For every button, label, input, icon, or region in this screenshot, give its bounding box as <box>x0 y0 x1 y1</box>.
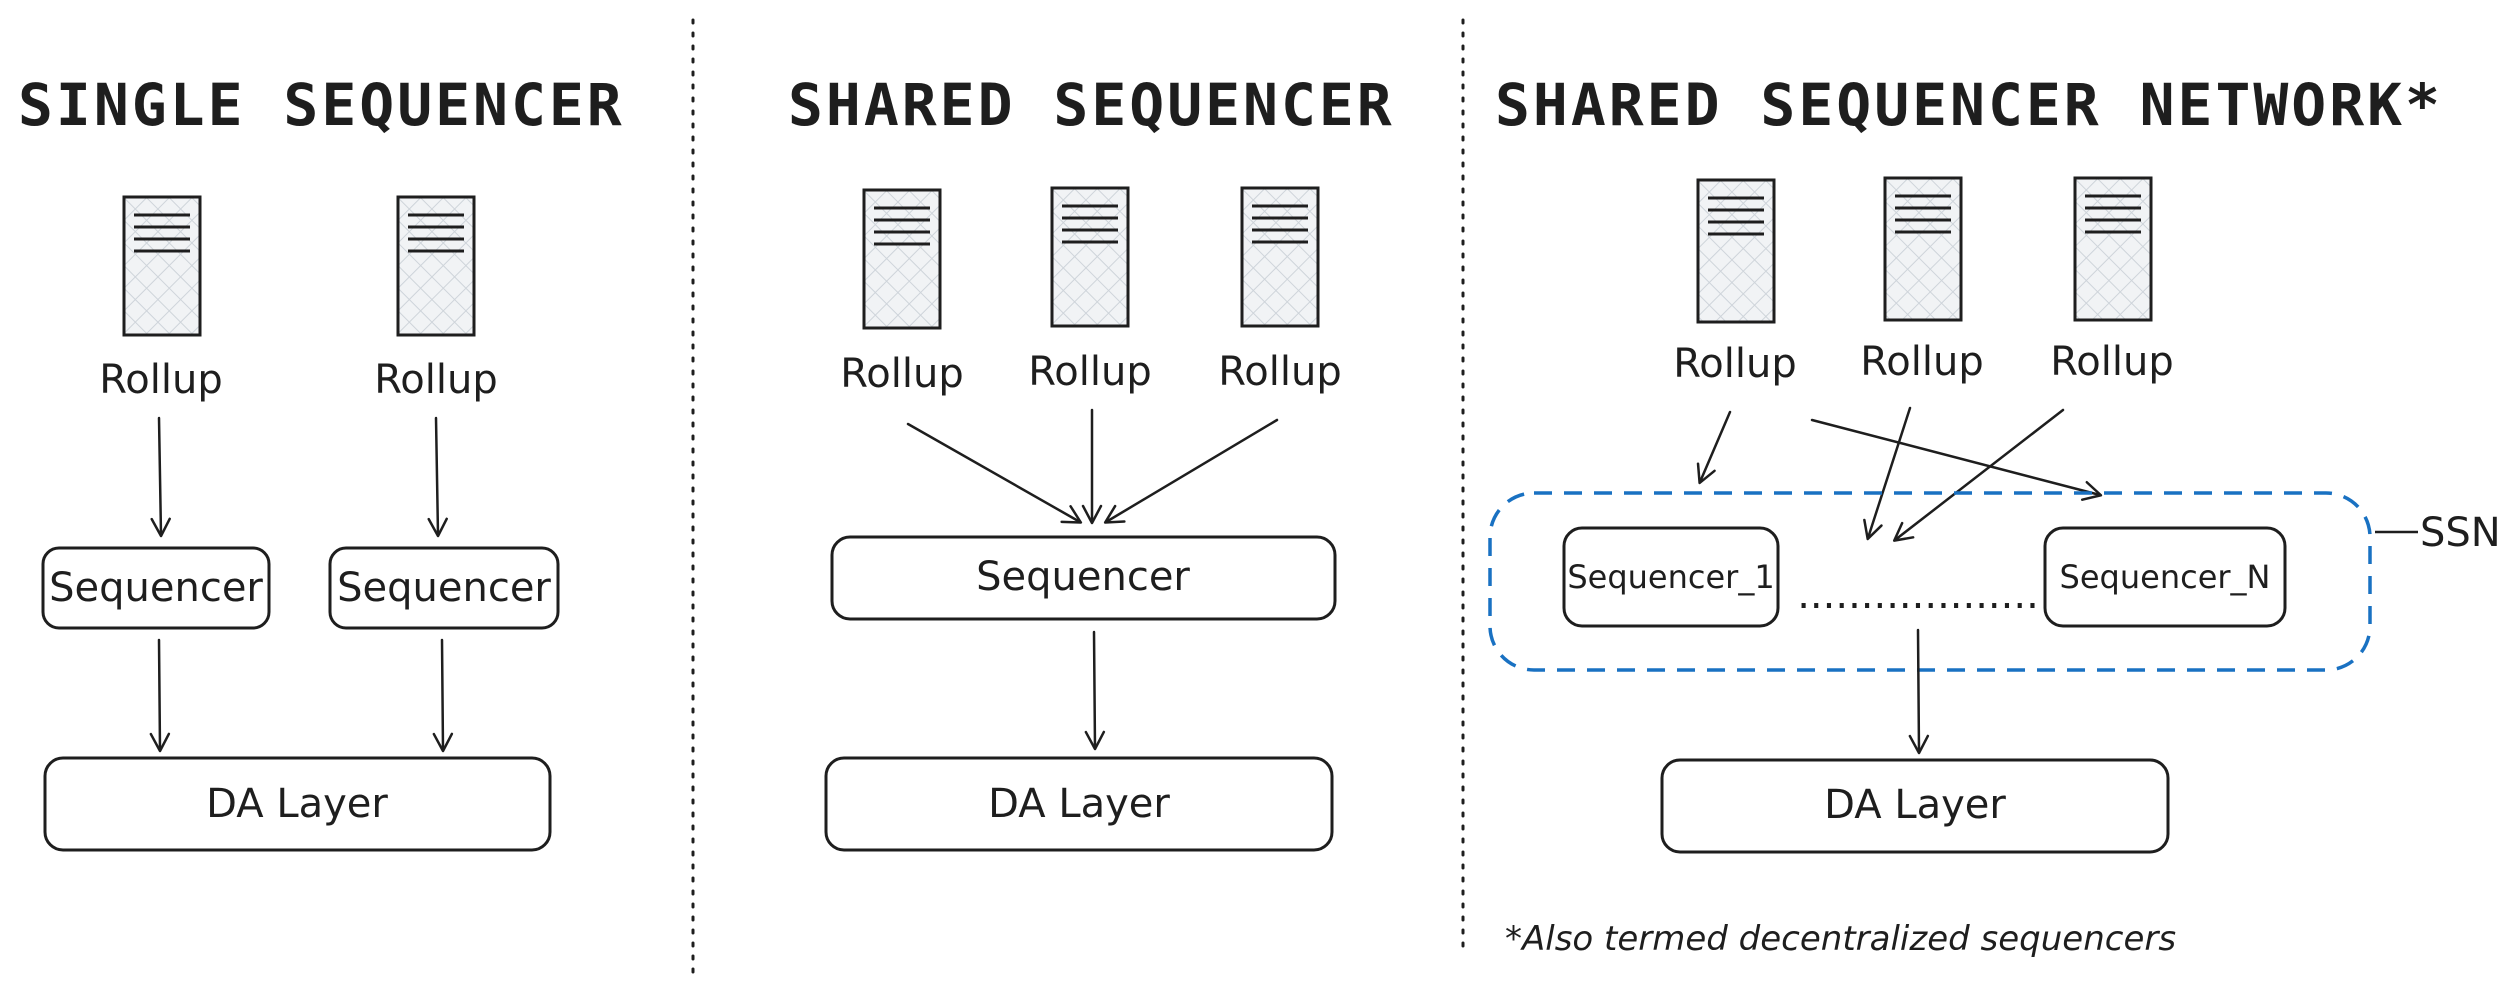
sequencer-box <box>328 546 560 630</box>
sequencer-label: Sequencer <box>337 565 551 611</box>
rollup-label: Rollup <box>2050 339 2173 385</box>
arrow <box>427 416 448 538</box>
arrow <box>1084 630 1106 751</box>
sequencer-ellipsis: ................... <box>1797 572 2039 618</box>
arrow <box>1892 408 2065 542</box>
server-icon <box>1050 186 1130 328</box>
panel-shared-sequencer: SHARED SEQUENCER Rollup Rollup Rollup <box>788 71 1395 852</box>
arrow <box>149 638 171 753</box>
sequencer-label: Sequencer_N <box>2060 558 2271 596</box>
server-icon <box>396 195 476 337</box>
server-icon <box>1240 186 1320 328</box>
ssn-label: SSN <box>2420 510 2501 556</box>
arrow <box>150 416 171 538</box>
sequencer-label: Sequencer <box>49 565 263 611</box>
rollup-label: Rollup <box>99 357 222 403</box>
rollup-label: Rollup <box>1028 349 1151 395</box>
server-icon <box>122 195 202 337</box>
rollup-label: Rollup <box>840 351 963 397</box>
server-icon <box>862 188 942 330</box>
sequencer-box <box>2043 526 2287 628</box>
rollup-label: Rollup <box>1218 349 1341 395</box>
server-icon <box>1696 178 1776 324</box>
arrow <box>1810 418 2103 501</box>
panel-title-network: SHARED SEQUENCER NETWORK* <box>1495 71 2443 139</box>
panel-title-shared: SHARED SEQUENCER <box>788 71 1395 139</box>
sequencer-label: Sequencer <box>976 554 1190 600</box>
da-layer-box <box>1660 758 2170 854</box>
sequencer-label: Sequencer_1 <box>1567 558 1774 596</box>
arrow <box>432 638 454 753</box>
rollup-label: Rollup <box>1673 341 1796 387</box>
panel-shared-sequencer-network: SHARED SEQUENCER NETWORK* Rollup Rollup … <box>1488 71 2501 959</box>
arrow <box>1863 406 1912 541</box>
server-icon <box>1883 176 1963 322</box>
arrow <box>906 422 1083 524</box>
da-layer-box <box>43 756 552 852</box>
server-icon <box>2073 176 2153 322</box>
panel-title-single: SINGLE SEQUENCER <box>18 71 625 139</box>
sequencer-box <box>830 535 1337 621</box>
da-layer-box <box>824 756 1334 852</box>
footnote: *Also termed decentralized sequencers <box>1505 919 2176 959</box>
da-layer-label: DA Layer <box>1824 782 2006 828</box>
sequencer-box <box>41 546 271 630</box>
da-layer-label: DA Layer <box>988 781 1170 827</box>
arrow <box>1696 410 1732 485</box>
sequencer-box <box>1562 526 1780 628</box>
ssn-group <box>1488 491 2372 672</box>
panel-single-sequencer: SINGLE SEQUENCER Rollup Rollup Sequencer… <box>18 71 625 852</box>
rollup-label: Rollup <box>374 357 497 403</box>
da-layer-label: DA Layer <box>206 781 388 827</box>
rollup-label: Rollup <box>1860 339 1983 385</box>
arrow <box>1908 628 1930 755</box>
arrow <box>1103 418 1279 524</box>
